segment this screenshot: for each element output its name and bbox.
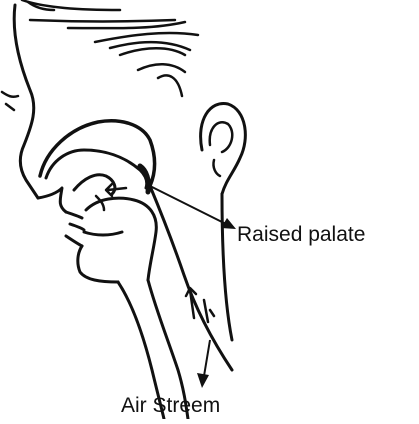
lips: [66, 212, 84, 246]
nostril: [38, 188, 66, 212]
face-profile: [14, 5, 38, 198]
hair-strand: [95, 33, 198, 42]
nose-mark: [2, 92, 18, 110]
hair-strand: [30, 20, 175, 22]
head-sketch: [2, 0, 245, 419]
hair-strand: [158, 75, 182, 96]
ear-lobe: [213, 160, 220, 176]
neck-back: [222, 194, 232, 340]
air-stream-label: Air Streem: [121, 394, 220, 417]
palate-inner: [46, 150, 147, 188]
tongue: [86, 198, 156, 280]
hair-strand: [138, 64, 185, 72]
pharynx-back-wall: [150, 186, 232, 370]
throat-airflow-mark: [204, 300, 214, 322]
air-stream-pointer: [197, 340, 210, 388]
ear-outline: [201, 103, 246, 194]
raised-velum: [140, 166, 149, 192]
hair-strand: [120, 48, 185, 55]
oral-cavity-floor: [84, 232, 122, 235]
hair-strand: [22, 0, 120, 10]
hair-strand: [68, 22, 185, 28]
raised-palate-label: Raised palate: [237, 223, 365, 246]
ear-inner: [210, 122, 233, 152]
chin: [78, 246, 118, 282]
